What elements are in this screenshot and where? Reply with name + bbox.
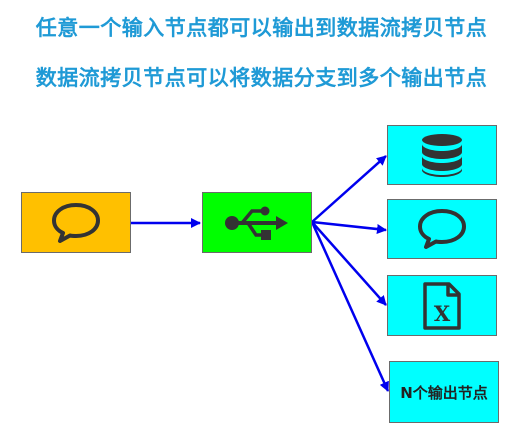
output-node-database[interactable] [387, 125, 497, 185]
chat-bubble-icon [52, 202, 100, 243]
arrow-hub-to-file [311, 221, 387, 306]
data-copy-node[interactable] [202, 192, 312, 253]
chat-bubble-icon [418, 209, 466, 249]
arrow-hub-to-n-outputs [310, 221, 390, 392]
input-node[interactable] [21, 192, 131, 253]
arrow-hub-to-chat [311, 220, 387, 235]
excel-file-icon: X [423, 281, 461, 330]
database-icon [422, 134, 462, 177]
output-node-file[interactable]: X [387, 275, 497, 336]
usb-icon [225, 206, 288, 240]
output-node-chat[interactable] [387, 199, 497, 259]
arrow-hub-to-database [311, 155, 387, 223]
n-outputs-label: N个输出节点 [400, 383, 488, 402]
output-node-n[interactable]: N个输出节点 [389, 361, 499, 423]
heading-line-1: 任意一个输入节点都可以输出到数据流拷贝节点 [35, 16, 488, 40]
heading-line-2: 数据流拷贝节点可以将数据分支到多个输出节点 [35, 66, 488, 90]
file-letter: X [434, 301, 451, 326]
